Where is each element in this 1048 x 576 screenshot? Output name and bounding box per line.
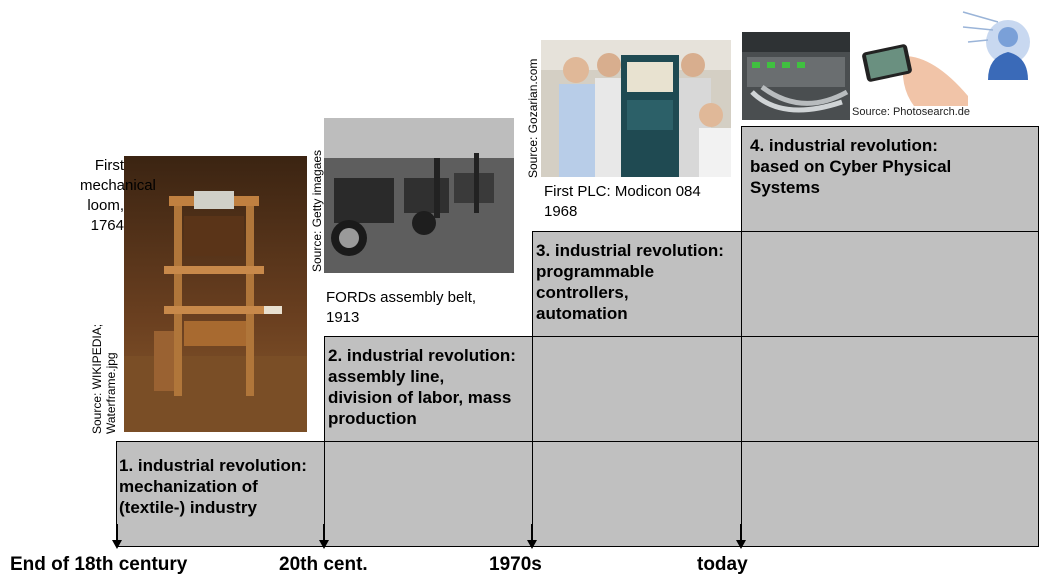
grid-cell <box>532 441 742 547</box>
grid-cell <box>324 336 533 442</box>
plc-caption: First PLC: Modicon 084 1968 <box>544 183 701 220</box>
grid-cell <box>532 336 742 442</box>
timeline-arrow <box>527 540 537 549</box>
grid-cell <box>324 441 533 547</box>
grid-cell <box>741 441 1039 547</box>
ford-caption: FORDs assembly belt, 1913 <box>326 289 477 326</box>
ford-source: Source: Getty imagaes <box>310 149 324 272</box>
timeline-tick <box>323 524 325 542</box>
timeline-label: End of 18th century <box>10 554 188 575</box>
stage-4-label: 4. industrial revolution: based on Cyber… <box>750 136 952 197</box>
phone-photo <box>854 36 968 106</box>
timeline-tick <box>531 524 533 542</box>
plc-photo <box>541 40 731 177</box>
timeline-label: 1970s <box>489 554 542 575</box>
timeline-arrow <box>736 540 746 549</box>
timeline-arrow <box>112 540 122 549</box>
grid-cell <box>532 231 742 337</box>
timeline-label: today <box>697 554 748 575</box>
cps-source: Source: Photosearch.de <box>852 106 971 118</box>
timeline-tick <box>740 524 742 542</box>
grid-cell <box>741 336 1039 442</box>
loom-caption: First mechanical loom, 1764 <box>80 157 156 234</box>
grid-cell <box>741 126 1039 232</box>
stage-1-label: 1. industrial revolution: mechanization … <box>119 456 307 517</box>
grid-cell <box>741 231 1039 337</box>
network-photo <box>742 32 850 120</box>
stage-3-label: 3. industrial revolution: programmable c… <box>536 241 724 323</box>
grid-cell <box>116 441 325 547</box>
timeline-tick <box>116 524 118 542</box>
ford-photo <box>324 118 514 273</box>
loom-photo <box>124 156 307 432</box>
plc-source: Source: Gozarian.com <box>526 58 540 178</box>
timeline-arrow <box>319 540 329 549</box>
timeline-label: 20th cent. <box>279 554 368 575</box>
brain-photo <box>958 2 1042 82</box>
stage-2-label: 2. industrial revolution: assembly line,… <box>328 346 516 428</box>
loom-source: Source: WIKIPEDIA; Waterframe.jpg <box>90 323 118 434</box>
